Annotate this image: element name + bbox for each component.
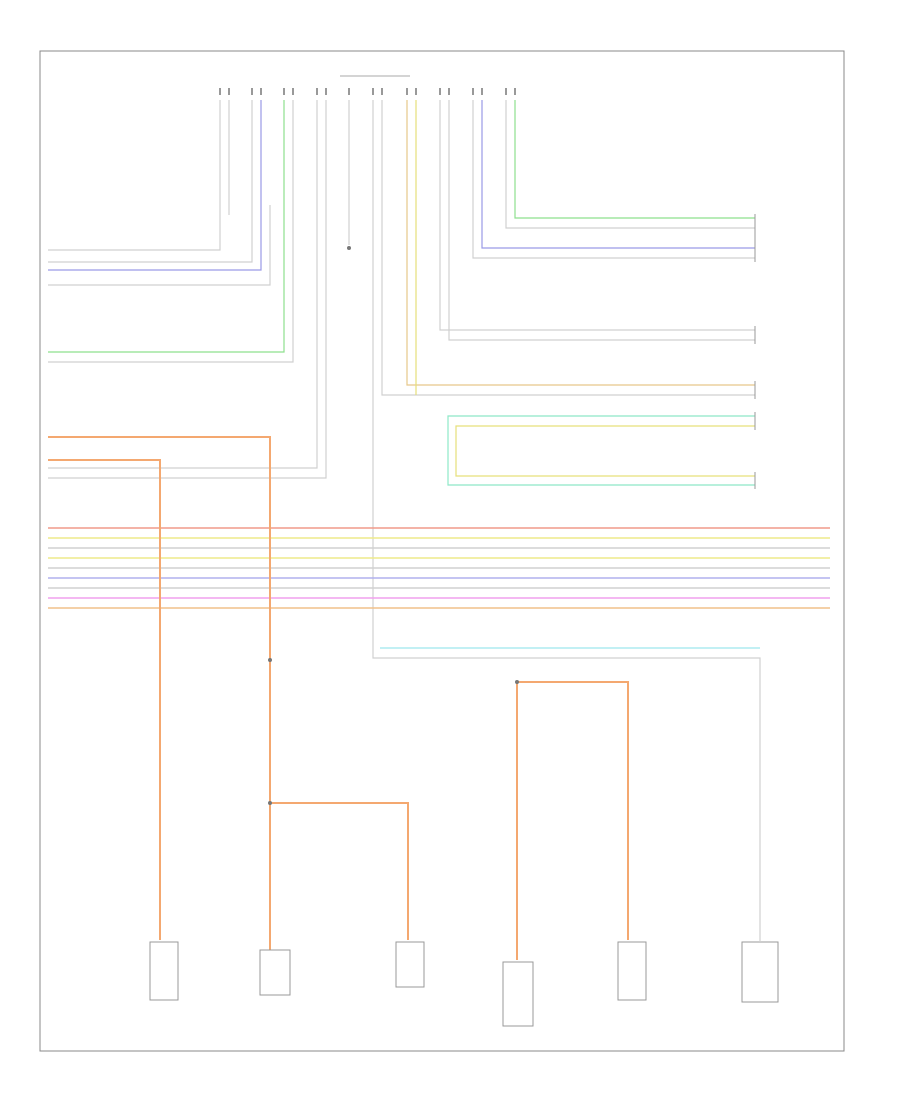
wire-gray-7 [48, 100, 327, 479]
wire-green-right [514, 100, 755, 219]
top-vertical-wires [48, 100, 761, 720]
component-far-right-frame [741, 941, 779, 1003]
wire-gray-5 [48, 100, 294, 363]
wire-gray-1 [48, 100, 221, 251]
bottom-components [149, 941, 779, 1027]
wire-gray-11 [439, 100, 755, 331]
wire-blue-right [481, 100, 755, 249]
diagram-border [39, 50, 845, 1052]
wire-gray-13 [472, 100, 755, 259]
splice-points [268, 246, 519, 805]
wire-orange-3 [270, 802, 409, 940]
orange-wires [48, 436, 629, 960]
wire-yellow-loop [455, 425, 755, 477]
component-right-mid-frame [502, 961, 534, 1027]
wire-gray-6 [48, 100, 318, 469]
wire-blue-left [48, 100, 262, 271]
wire-gray-10 [381, 100, 755, 396]
component-center-frame [259, 949, 291, 996]
wire-orange-4 [517, 681, 629, 940]
top-connector-block [219, 75, 516, 95]
wire-orange-right [406, 100, 755, 386]
component-right-frame [617, 941, 647, 1001]
bus-wires [48, 527, 830, 609]
top-connector-pins [219, 88, 516, 95]
wire-orange-1 [48, 436, 271, 950]
wire-gray-9 [372, 100, 761, 720]
wire-gray-3 [48, 100, 253, 263]
wire-gray-12 [448, 100, 755, 341]
component-mid-frame [395, 941, 425, 988]
wire-gray-14 [505, 100, 755, 229]
wire-green-left [48, 100, 285, 353]
wire-gray-4 [48, 205, 271, 286]
component-left-frame [149, 941, 179, 1001]
wire-cyan-loop [447, 415, 755, 486]
wire-orange-2 [48, 459, 161, 940]
